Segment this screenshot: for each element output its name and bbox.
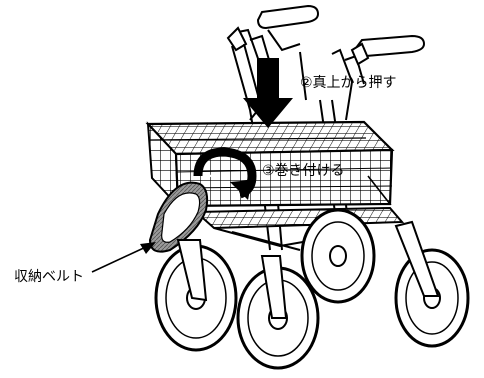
pointer-arrow-icon (91, 242, 156, 273)
left-handle (226, 4, 320, 52)
curved-arrow-icon (193, 147, 257, 200)
front-left-wheel (154, 239, 238, 352)
wrap-around-label: ③巻き付ける (262, 163, 345, 179)
storage-belt (148, 181, 209, 253)
right-handle (350, 34, 426, 66)
front-center-wheel (236, 255, 320, 370)
push-from-above-label: ②真上から押す (300, 75, 397, 91)
front-right-wheel (394, 220, 470, 348)
down-arrow-icon (243, 58, 293, 128)
storage-belt-label: 収納ベルト (14, 269, 84, 285)
basket (145, 120, 395, 209)
rear-left-wheel (300, 208, 376, 304)
